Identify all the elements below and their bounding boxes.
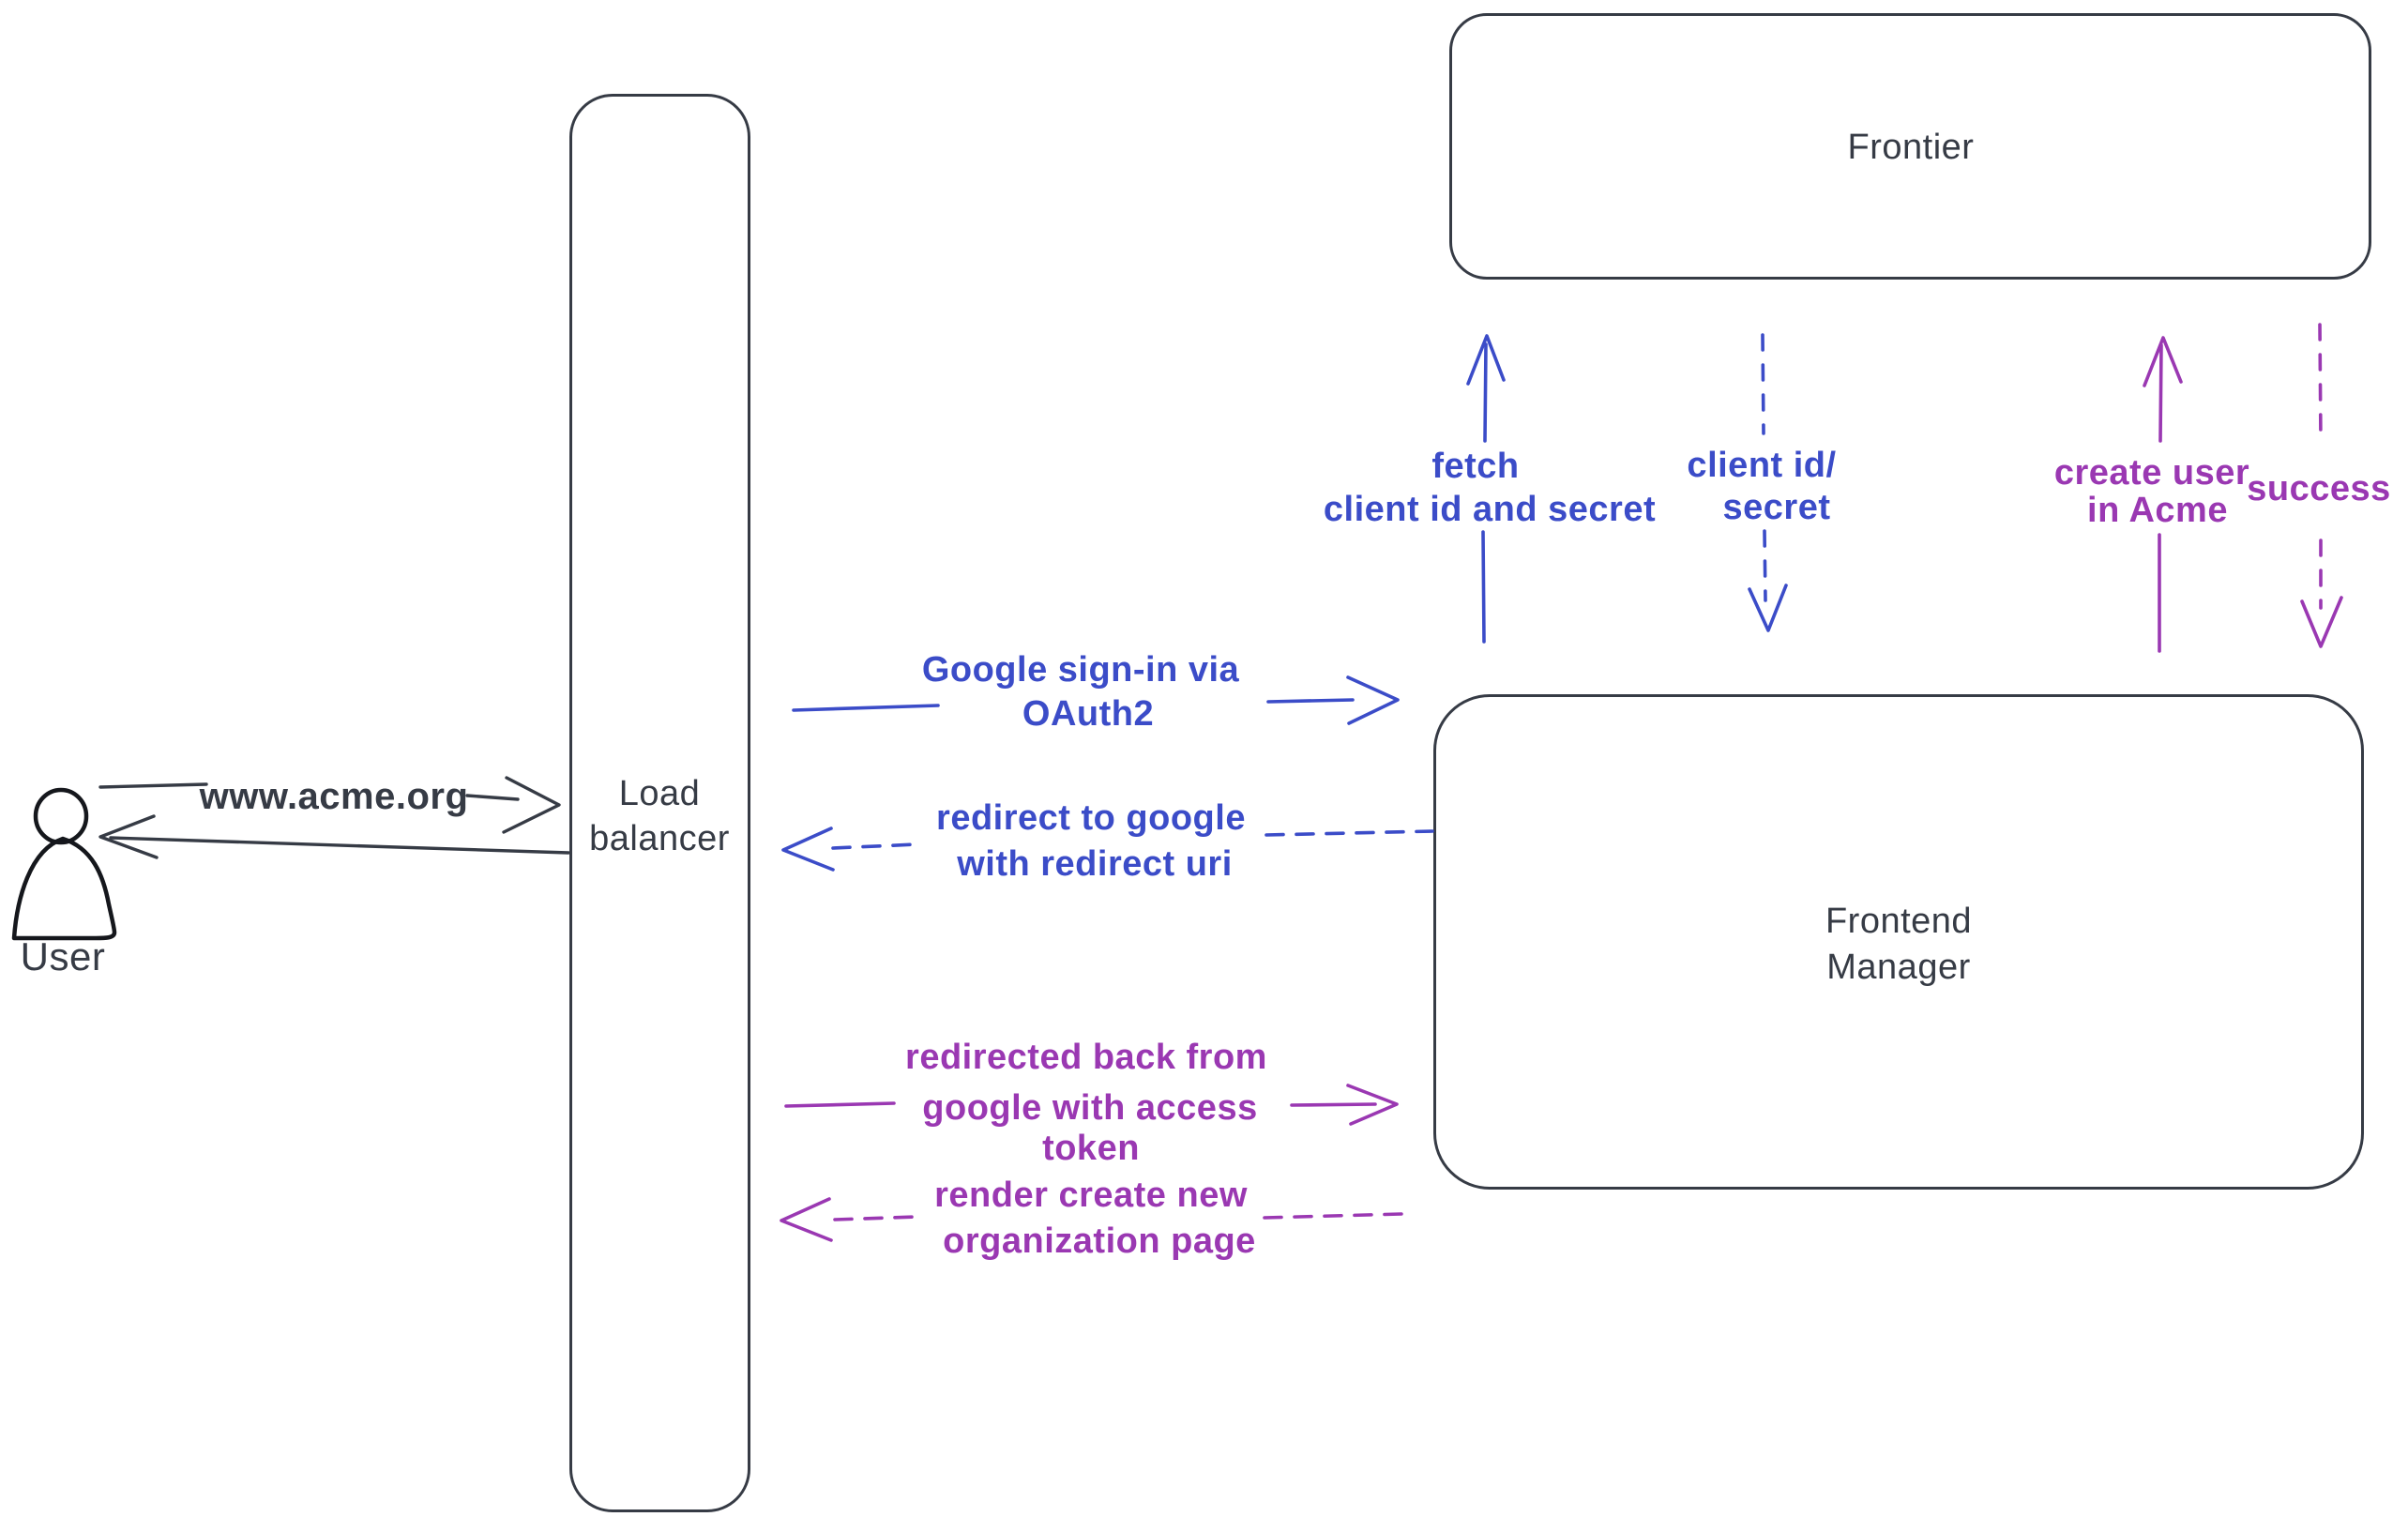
arrow-fetch-client-id	[1466, 334, 1506, 644]
node-frontend-manager	[1433, 694, 2364, 1190]
edge-label-redirectedback-line3: token	[1042, 1129, 1140, 1168]
arrow-load-balancer-to-user	[98, 814, 570, 859]
frontier-label: Frontier	[1847, 128, 1975, 167]
edge-label-signin-line2: OAuth2	[1022, 694, 1155, 734]
edge-label-createuser-line1: create user	[2053, 453, 2250, 493]
edge-label-redirectedback-line1: redirected back from	[905, 1038, 1267, 1077]
edge-label-signin-line1: Google sign-in via	[921, 650, 1240, 690]
edge-label-acme: www.acme.org	[199, 776, 469, 817]
load-balancer-label-line1: Load	[618, 774, 701, 813]
edge-label-render-line1: render create new	[934, 1176, 1248, 1215]
edge-label-redirect-line1: redirect to google	[936, 798, 1246, 838]
edge-label-redirect-line2: with redirect uri	[957, 844, 1233, 884]
load-balancer-label-line2: balancer	[589, 819, 730, 858]
frontend-manager-label-line1: Frontend	[1825, 902, 1973, 941]
edge-label-createuser-line2: in Acme	[2087, 491, 2228, 530]
edge-label-fetch-line1: fetch	[1431, 447, 1520, 486]
edge-label-fetch-line2: client id and secret	[1323, 490, 1657, 529]
edge-label-redirectedback-line2: google with access	[922, 1088, 1258, 1128]
node-load-balancer	[569, 94, 750, 1512]
node-frontier	[1449, 13, 2371, 280]
edge-label-clientid-line2: secret	[1722, 488, 1831, 527]
edge-label-clientid-line1: client id/	[1687, 446, 1837, 485]
frontend-manager-label-line2: Manager	[1826, 948, 1971, 987]
user-label: User	[20, 934, 106, 978]
edge-label-render-line2: organization page	[943, 1221, 1256, 1261]
edge-label-success: success	[2247, 469, 2391, 508]
user-figure-icon	[11, 787, 117, 941]
